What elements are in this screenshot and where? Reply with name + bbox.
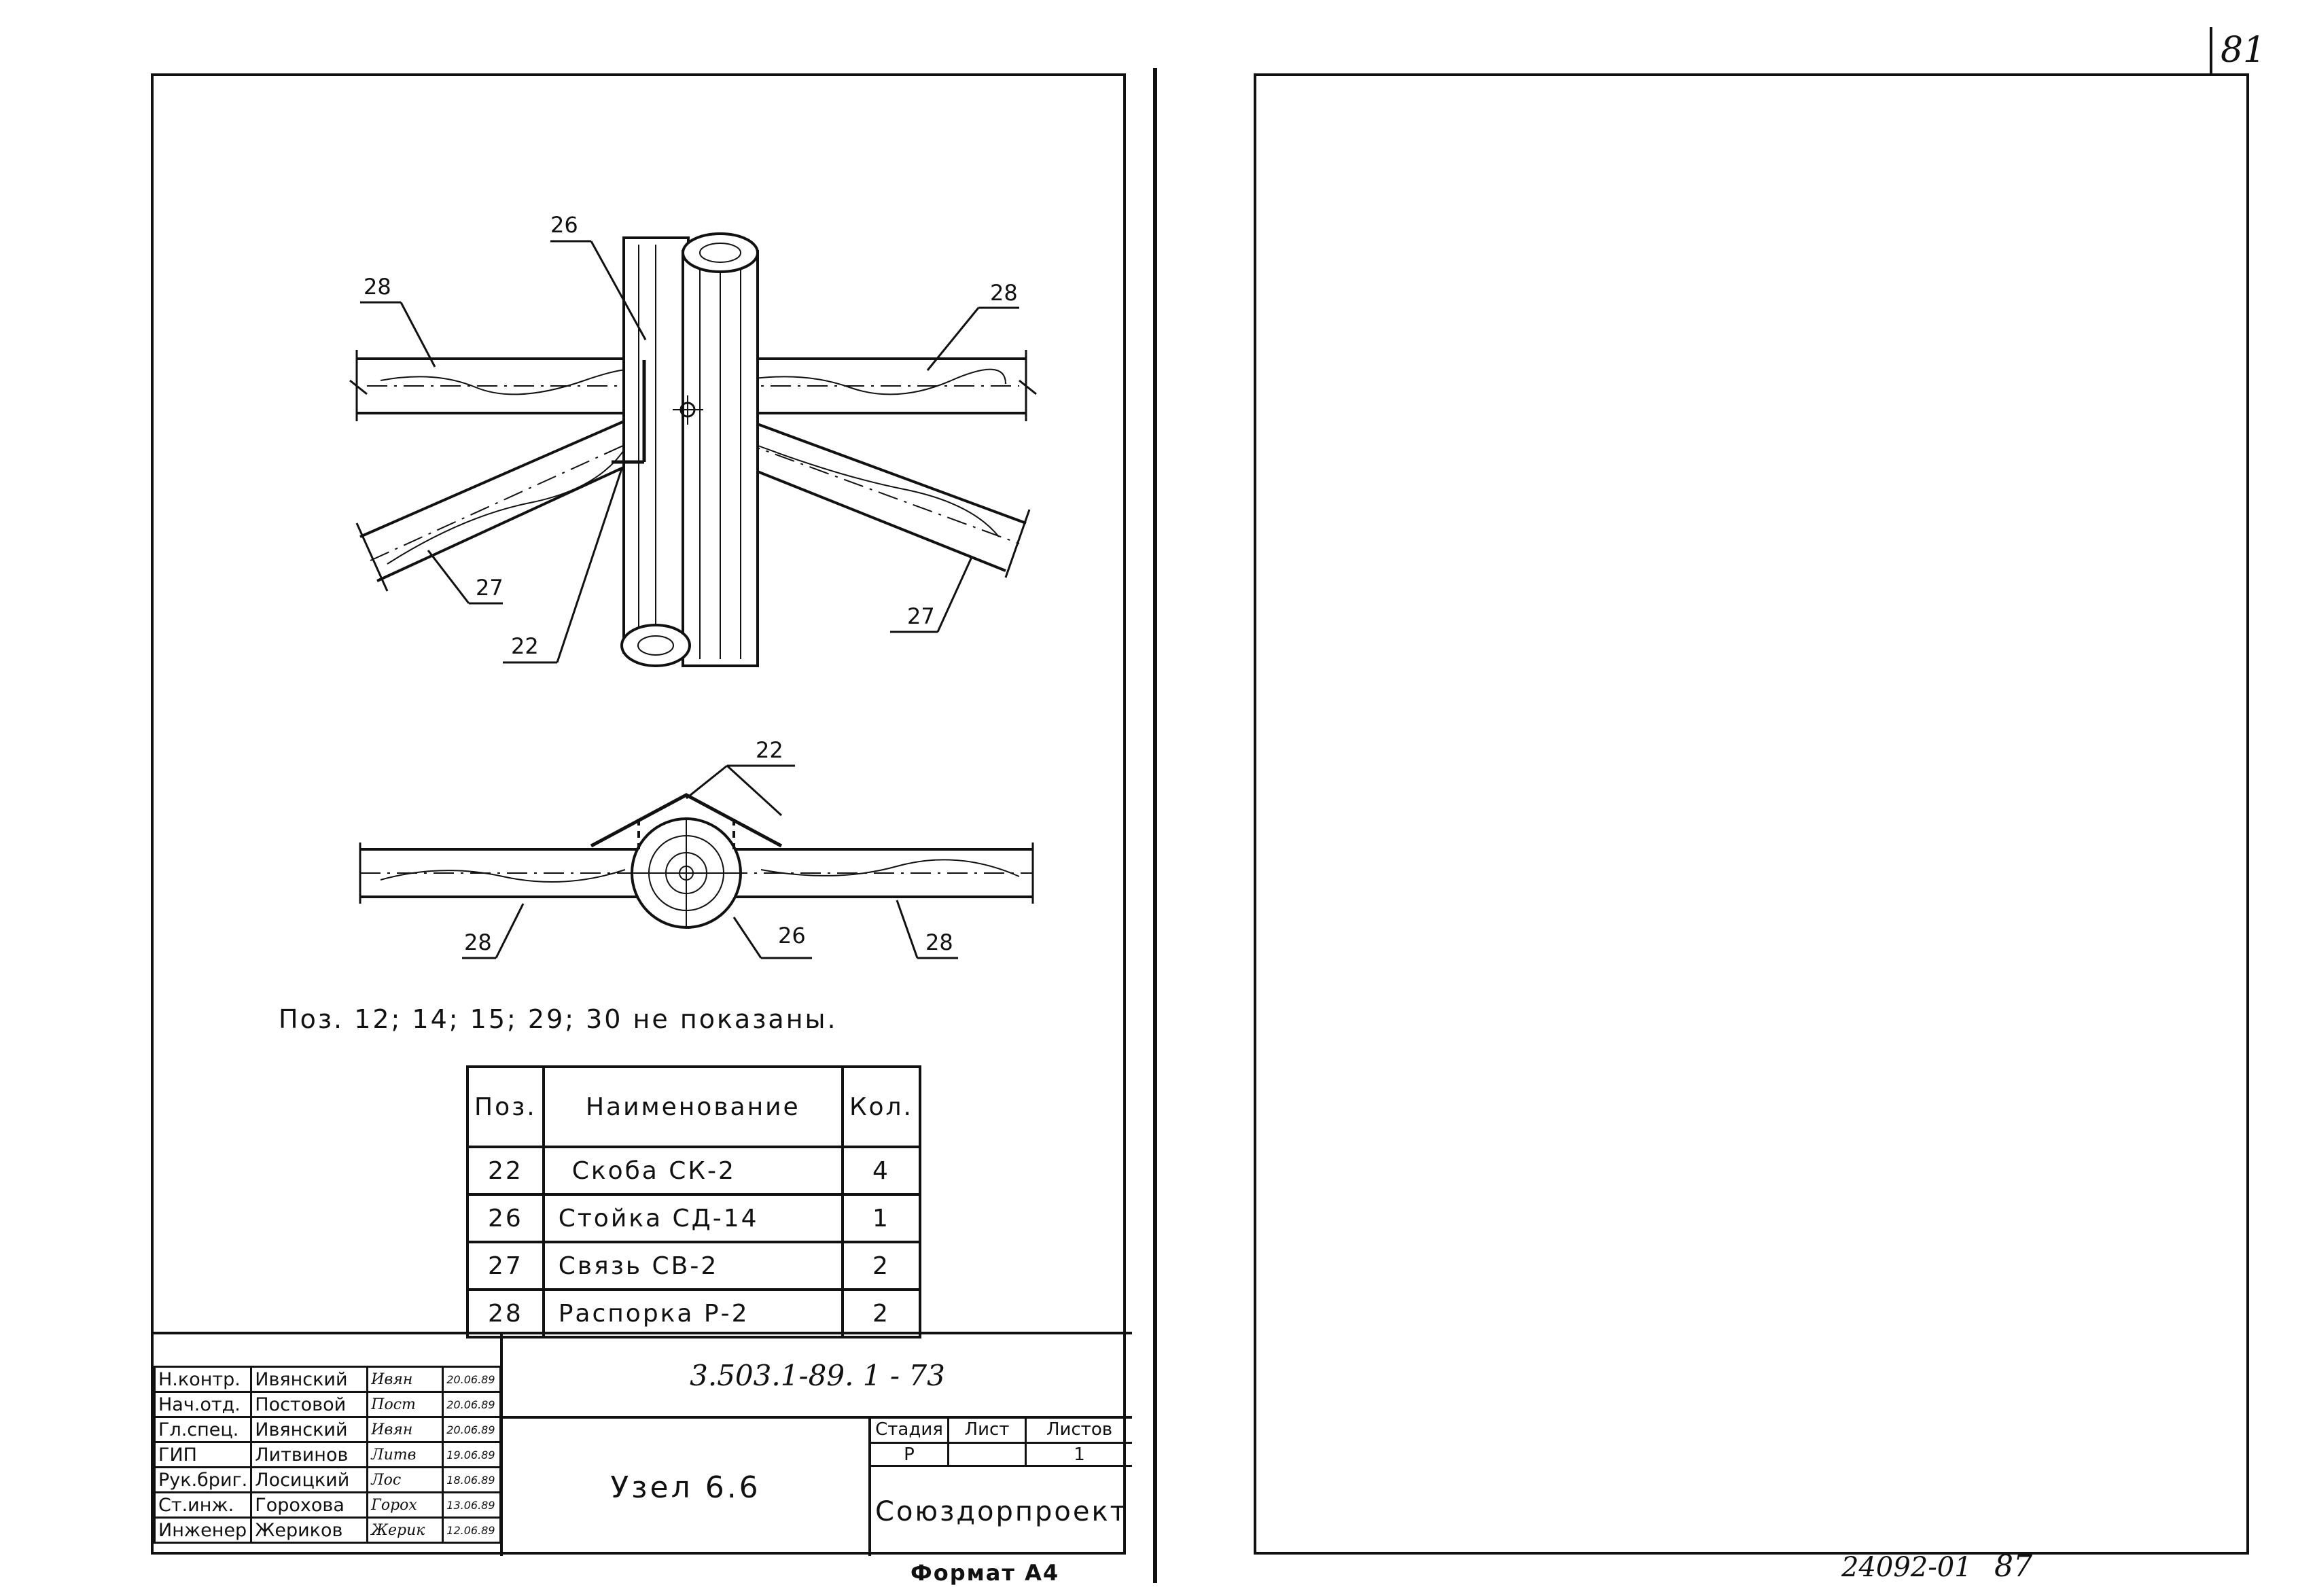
callout-27-right: 27 [907,603,935,629]
stage-header: Стадия [875,1419,943,1440]
format-label: Формат А4 [911,1560,1060,1586]
row-qty: 2 [841,1241,922,1291]
callout-28-plan-right: 28 [925,929,953,955]
row-name: Распорка Р-2 [542,1288,844,1338]
callout-22-plan: 22 [756,737,783,763]
callout-28-plan-left: 28 [464,929,492,955]
row-pos: 28 [466,1288,545,1338]
role: Нач.отд. [153,1391,253,1418]
left-sheet-frame [151,73,1126,1555]
table-row: 22 Скоба СК-2 4 [466,1146,922,1196]
row-name: Скоба СК-2 [542,1146,844,1196]
leaders-elevation [360,240,1019,664]
person-name: Лосицкий [250,1466,369,1493]
row-name: Стойка СД-14 [542,1193,844,1243]
corner-page-number: 81 [2221,30,2266,71]
signature: Ивян [366,1366,444,1393]
row-pos: 22 [466,1146,545,1196]
right-sheet-frame [1254,73,2249,1555]
role: Гл.спец. [153,1416,253,1443]
brace-27-right [733,416,1031,578]
row-qty: 2 [841,1288,922,1338]
role: Инженер [153,1517,253,1544]
node-title: Узел 6.6 [610,1470,761,1505]
row-pos: 26 [466,1193,545,1243]
callout-28-right: 28 [990,280,1018,306]
signature-row: ГИП Литвинов Литв 19.06.89 [153,1441,501,1468]
signature: Лос [366,1466,444,1493]
date: 19.06.89 [442,1441,501,1468]
signature-row: Н.контр. Ивянский Ивян 20.06.89 [153,1366,501,1393]
hidden-positions-note: Поз. 12; 14; 15; 29; 30 не показаны. [279,1004,838,1034]
callout-26-top: 26 [550,212,578,238]
row-pos: 27 [466,1241,545,1291]
signature-row: Нач.отд. Постовой Пост 20.06.89 [153,1391,501,1418]
signature: Жерик [366,1517,444,1544]
role: Ст.инж. [153,1491,253,1519]
strut-28-left [349,350,649,421]
col-header-qty: Кол. [841,1065,922,1148]
role: ГИП [153,1441,253,1468]
organization-name: Союздорпроект [875,1495,1128,1527]
sheets-header: Листов [1046,1419,1113,1440]
sheets-value: 1 [1074,1444,1085,1465]
date: 12.06.89 [442,1517,501,1544]
sheet-header: Лист [964,1419,1010,1440]
person-name: Постовой [250,1391,369,1418]
date: 20.06.89 [442,1391,501,1418]
callout-22-top: 22 [511,633,539,659]
person-name: Жериков [250,1517,369,1544]
sheet-value [949,1444,1025,1465]
col-header-name: Наименование [542,1065,844,1148]
brace-27-left [355,416,636,592]
plan-view [359,764,1034,959]
callout-28-left: 28 [364,274,391,300]
signature: Ивян [366,1416,444,1443]
sheet-separator [1153,68,1157,1583]
strut-28-right [734,350,1037,421]
callout-27-left: 27 [476,575,503,601]
table-row: 26 Стойка СД-14 1 [466,1193,922,1243]
row-name: Связь СВ-2 [542,1241,844,1291]
table-row: 28 Распорка Р-2 2 [466,1288,922,1338]
signature-row: Ст.инж. Горохова Горох 13.06.89 [153,1491,501,1519]
post-26 [620,232,759,667]
signature: Пост [366,1391,444,1418]
role: Н.контр. [153,1366,253,1393]
row-qty: 1 [841,1193,922,1243]
signature: Горох [366,1491,444,1519]
bottom-page-number: 87 [1994,1549,2032,1584]
role: Рук.бриг. [153,1466,253,1493]
signature-row: Инженер Жериков Жерик 12.06.89 [153,1517,501,1544]
node-drawing [349,232,1037,959]
stage-value: Р [904,1444,915,1465]
signature: Литв [366,1441,444,1468]
elevation-view [349,232,1037,667]
date: 20.06.89 [442,1416,501,1443]
row-qty: 4 [841,1146,922,1196]
signature-row: Рук.бриг. Лосицкий Лос 18.06.89 [153,1466,501,1493]
bottom-code: 24092-01 [1841,1552,1972,1583]
title-block: 3.503.1-89. 1 - 73 Узел 6.6 Стадия Лист … [153,1332,1132,1556]
person-name: Ивянский [250,1416,369,1443]
person-name: Ивянский [250,1366,369,1393]
person-name: Литвинов [250,1441,369,1468]
date: 13.06.89 [442,1491,501,1519]
signature-row: Гл.спец. Ивянский Ивян 20.06.89 [153,1416,501,1443]
signature-table: Н.контр. Ивянский Ивян 20.06.89 Нач.отд.… [153,1366,501,1544]
specification-table: Поз. Наименование Кол. 22 Скоба СК-2 4 2… [466,1065,922,1338]
date: 20.06.89 [442,1366,501,1393]
document-code: 3.503.1-89. 1 - 73 [690,1358,945,1392]
date: 18.06.89 [442,1466,501,1493]
corner-mark [2210,27,2212,75]
person-name: Горохова [250,1491,369,1519]
table-row: 27 Связь СВ-2 2 [466,1241,922,1291]
cramp-22 [612,360,646,464]
callout-26-plan: 26 [778,923,806,948]
col-header-pos: Поз. [466,1065,545,1148]
